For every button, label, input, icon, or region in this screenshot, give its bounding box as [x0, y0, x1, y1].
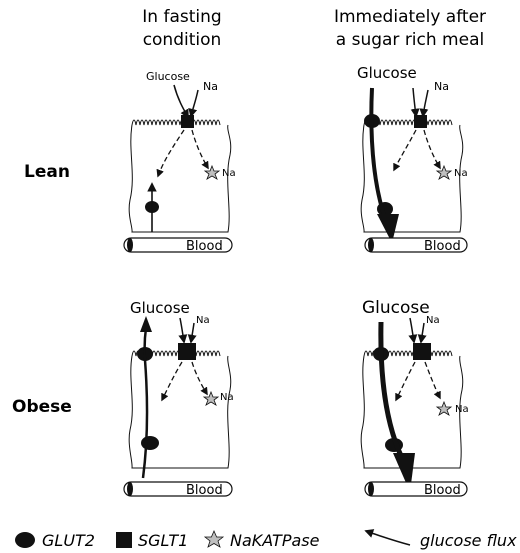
na-flux-arrow: [424, 361, 441, 400]
cell-obese-after-meal: Glucose Na Na Blood: [360, 298, 469, 498]
na-flux-arrow: [191, 361, 208, 396]
na-in-label: Na: [434, 80, 449, 93]
na-flux-arrow: [419, 89, 429, 118]
na-flux-arrow: [191, 129, 209, 170]
glucose-flux-arrow: [410, 87, 420, 118]
sglt1-legend-icon: [116, 532, 132, 548]
glucose-flux-arrow: [161, 361, 183, 402]
legend-sglt1-label: SGLT1: [138, 531, 188, 550]
na-flux-arrow: [187, 322, 197, 344]
blood-label: Blood: [424, 483, 461, 498]
column-title-after-meal-line1: Immediately after: [334, 7, 486, 27]
cell-obese-fasting: Glucose Na Na Blood: [123, 299, 234, 498]
sglt1-transporter: [178, 343, 196, 360]
column-title-fasting-line1: In fasting: [142, 7, 221, 27]
glut2-transporter: [141, 436, 159, 450]
glucose-flux-arrow: [141, 327, 149, 479]
na-in-label: Na: [426, 315, 440, 326]
glucose-flux-arrow: [156, 129, 185, 178]
glut2-legend-icon: [15, 532, 35, 548]
na-flux-arrow: [423, 129, 441, 170]
blood-label: Blood: [186, 483, 223, 498]
glucose-flux-legend-icon: [364, 529, 411, 546]
na-out-label: Na: [455, 404, 469, 415]
glucose-flux-arrow: [378, 321, 405, 460]
glucose-flux-arrow: [369, 87, 387, 219]
legend: GLUT2 SGLT1 NaKATPase glucose flux: [15, 529, 517, 550]
sglt1-transporter: [414, 115, 427, 128]
glucose-flux-arrowhead: [140, 316, 152, 332]
glucose-flux-arrow: [395, 361, 416, 402]
sglt1-transporter: [181, 115, 194, 128]
nakatpase-pump: [435, 164, 453, 180]
blood-vessel: [123, 237, 233, 253]
nakatpase-legend-icon: [203, 529, 225, 548]
glucose-flux-arrow: [408, 317, 418, 344]
glucose-label: Glucose: [146, 70, 190, 83]
sglt1-transporter: [413, 343, 431, 360]
blood-vessel: [364, 237, 468, 253]
enterocyte-outline: [360, 124, 464, 233]
row-label-lean: Lean: [24, 162, 70, 182]
na-out-label: Na: [220, 392, 234, 403]
glucose-flux-arrow: [173, 84, 189, 119]
legend-glucose-flux-label: glucose flux: [420, 531, 517, 550]
na-flux-arrow: [417, 322, 427, 344]
glucose-flux-arrow: [393, 129, 417, 172]
nakatpase-pump: [202, 390, 220, 406]
na-in-label: Na: [203, 80, 218, 93]
glucose-label: Glucose: [362, 298, 430, 318]
row-label-obese: Obese: [12, 397, 72, 417]
na-out-label: Na: [454, 168, 468, 179]
enterocyte-outline: [128, 124, 232, 233]
glucose-flux-arrow: [178, 317, 188, 344]
microvilli: [131, 119, 221, 126]
blood-label: Blood: [424, 239, 461, 254]
nakatpase-pump: [435, 400, 453, 416]
glucose-flux-arrowhead: [377, 214, 399, 243]
blood-vessel: [123, 481, 233, 497]
blood-vessel: [364, 481, 468, 497]
glucose-label: Glucose: [357, 64, 417, 82]
glucose-label: Glucose: [130, 299, 190, 317]
na-flux-arrow: [188, 89, 199, 118]
column-title-fasting-line2: condition: [143, 30, 222, 50]
cell-lean-fasting: Glucose Na Na Blood: [123, 70, 236, 254]
column-title-after-meal-line2: a sugar rich meal: [336, 30, 484, 50]
blood-label: Blood: [186, 239, 223, 254]
legend-glut2-label: GLUT2: [42, 531, 95, 550]
na-in-label: Na: [196, 315, 210, 326]
na-out-label: Na: [222, 168, 236, 179]
legend-nakatpase-label: NaKATPase: [230, 531, 320, 550]
enterocyte-outline: [128, 355, 232, 469]
nakatpase-pump: [203, 164, 221, 180]
cell-lean-after-meal: Glucose Na Na Blood: [357, 64, 468, 254]
